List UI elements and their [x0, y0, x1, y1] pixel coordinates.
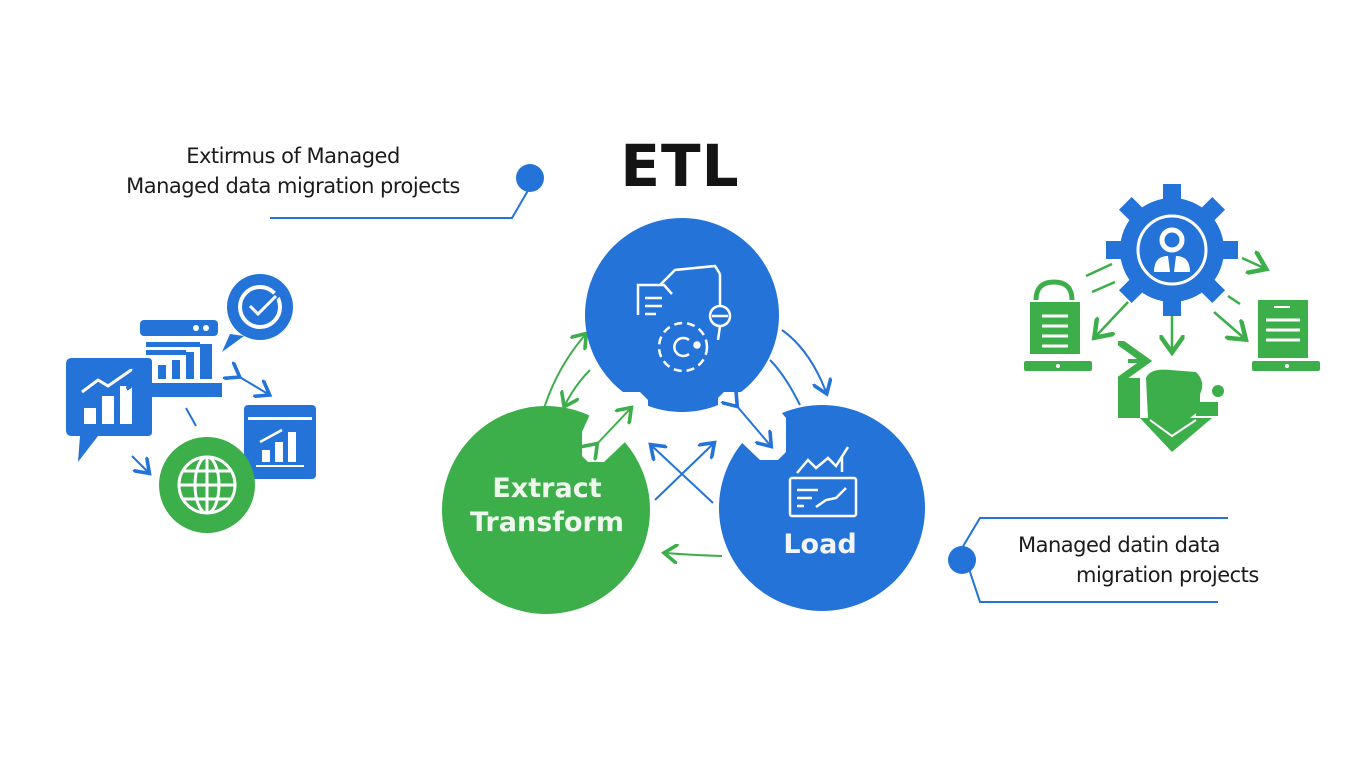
- diagram-title: ETL: [620, 132, 740, 200]
- callout-bottom-right-line1: Managed datin data: [1018, 533, 1220, 557]
- bar-chart-window-icon: [244, 405, 316, 479]
- dashboard-window-icon: [140, 320, 222, 397]
- chart-dashboard-icon: [788, 446, 858, 518]
- callout-top-left-line2: Managed data migration projects: [126, 174, 460, 198]
- load-label: Load: [783, 529, 857, 560]
- callout-top-left: Extirmus of Managed Managed data migrati…: [100, 141, 486, 201]
- globe-icon: [159, 437, 255, 533]
- link-badge-right: [718, 392, 786, 460]
- lock-laptop-icon: [1024, 279, 1092, 371]
- extract-transform-label: Extract Transform: [442, 472, 652, 540]
- handshake-icon: [1118, 361, 1224, 452]
- callout-bottom-right-line2: migration projects: [1076, 563, 1259, 587]
- left-icon-cluster: [66, 274, 316, 533]
- extract-label: Extract: [492, 473, 602, 504]
- callout-connector-bottom-right: [948, 517, 1228, 603]
- callout-connector-top-left: [270, 164, 544, 219]
- right-icon-cluster: [1024, 184, 1320, 452]
- link-badge-left: [582, 392, 648, 462]
- callout-bottom-right: Managed datin data migration projects: [1000, 530, 1290, 590]
- transform-label: Transform: [469, 507, 625, 538]
- checkmark-bubble-icon: [222, 274, 293, 352]
- data-document-cycle-icon: [636, 264, 732, 373]
- node-top-circle[interactable]: [585, 218, 779, 412]
- callout-top-left-line1: Extirmus of Managed: [186, 144, 400, 168]
- clipboard-laptop-icon: [1252, 300, 1320, 371]
- gear-user-icon: [1106, 184, 1238, 316]
- chart-speech-bubble-icon: [66, 358, 152, 462]
